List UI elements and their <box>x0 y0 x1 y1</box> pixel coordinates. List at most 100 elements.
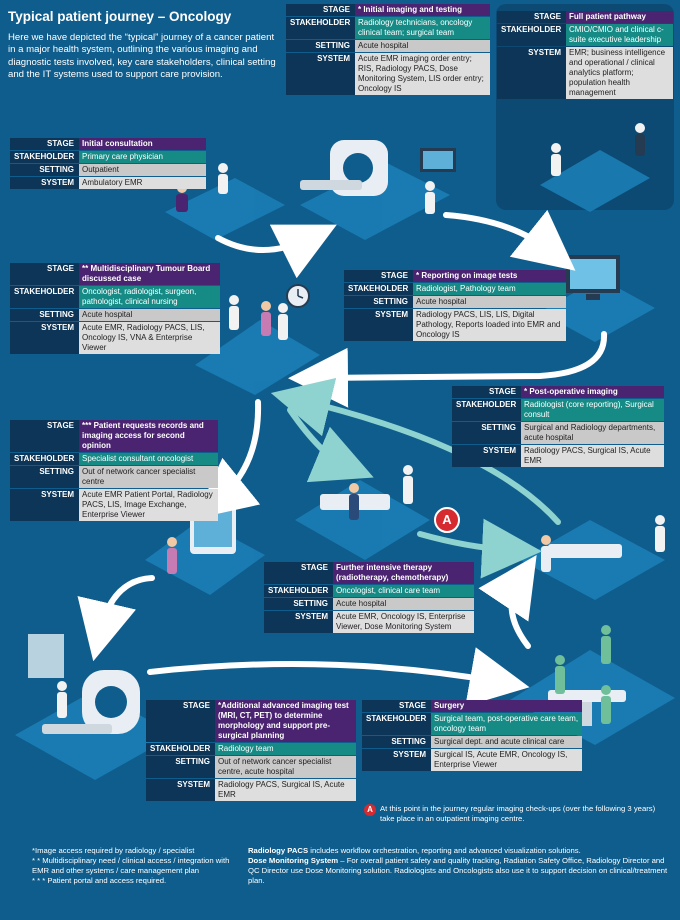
page-title: Typical patient journey – Oncology <box>8 9 232 24</box>
stage-value: Surgery <box>430 700 582 712</box>
stage-value: Further intensive therapy (radiotherapy,… <box>332 562 474 584</box>
stakeholder-value: CMIO/CMIO and clinical c-suite executive… <box>565 24 673 46</box>
system-label: SYSTEM <box>344 309 412 341</box>
stage-label: STAGE <box>10 420 78 452</box>
mri-scanner-icon <box>300 140 388 196</box>
stage-value: * Reporting on image tests <box>412 270 566 282</box>
card-reporting-stage-row: STAGE* Reporting on image tests <box>344 270 566 282</box>
stage-value: * Post-operative imaging <box>520 386 664 398</box>
stakeholder-label: STAKEHOLDER <box>344 283 412 295</box>
pacs-text: includes workflow orchestration, reporti… <box>308 846 581 855</box>
stakeholder-label: STAKEHOLDER <box>10 453 78 465</box>
system-value: Acute EMR, Radiology PACS, LIS, Oncology… <box>78 322 220 354</box>
setting-value: Out of network cancer specialist centre,… <box>214 756 356 778</box>
card-post-op-imaging-stage-row: STAGE* Post-operative imaging <box>452 386 664 398</box>
arrow-board-to-therapy <box>287 407 374 483</box>
stakeholder-value: Specialist consultant oncologist <box>78 453 218 465</box>
footnote-2: * * Multidisciplinary need / clinical ac… <box>32 856 230 875</box>
system-label: SYSTEM <box>264 611 332 633</box>
stage-value: ** Multidisciplinary Tumour Board discus… <box>78 263 220 285</box>
footnotes-right: Radiology PACS includes workflow orchest… <box>248 846 668 886</box>
system-label: SYSTEM <box>362 749 430 771</box>
stage-label: STAGE <box>10 263 78 285</box>
marker-a: A <box>434 507 460 533</box>
system-label: SYSTEM <box>10 489 78 521</box>
setting-label: SETTING <box>10 164 78 176</box>
footnote-1: *Image access required by radiology / sp… <box>32 846 195 855</box>
arrow-board-to-second-opinion <box>194 399 262 519</box>
marker-note: A At this point in the journey regular i… <box>364 804 664 824</box>
setting-value: Acute hospital <box>354 40 490 52</box>
stakeholder-label: STAKEHOLDER <box>264 585 332 597</box>
setting-value: Acute hospital <box>332 598 474 610</box>
card-tumour-board: STAGE** Multidisciplinary Tumour Board d… <box>10 263 220 355</box>
card-tumour-board-stage-row: STAGE** Multidisciplinary Tumour Board d… <box>10 263 220 285</box>
stakeholder-value: Radiologist (core reporting), Surgical c… <box>520 399 664 421</box>
setting-value: Acute hospital <box>412 296 566 308</box>
setting-value: Out of network cancer specialist centre <box>78 466 218 488</box>
system-value: Radiology PACS, Surgical IS, Acute EMR <box>520 445 664 467</box>
ct-scanner-icon <box>28 634 140 734</box>
stage-value: *** Patient requests records and imaging… <box>78 420 218 452</box>
system-value: Acute EMR imaging order entry; RIS, Radi… <box>354 53 490 95</box>
page-description: Here we have depicted the “typical” jour… <box>8 32 276 80</box>
tile-imaging <box>300 162 450 240</box>
stakeholder-label: STAKEHOLDER <box>497 24 565 46</box>
system-label: SYSTEM <box>497 47 565 99</box>
system-value: EMR; business intelligence and operation… <box>565 47 673 99</box>
setting-value: Acute hospital <box>78 309 220 321</box>
system-value: Acute EMR, Oncology IS, Enterprise Viewe… <box>332 611 474 633</box>
card-second-opinion-stage-row: STAGE*** Patient requests records and im… <box>10 420 218 452</box>
doctor-icon <box>57 123 665 724</box>
stakeholder-value: Oncologist, clinical care team <box>332 585 474 597</box>
stakeholder-value: Surgical team, post-operative care team,… <box>430 713 582 735</box>
dose-note: Dose Monitoring System – For overall pat… <box>248 856 668 886</box>
stage-label: STAGE <box>452 386 520 398</box>
marker-note-text: At this point in the journey regular ima… <box>380 804 656 823</box>
footnotes-left: *Image access required by radiology / sp… <box>32 846 237 886</box>
setting-label: SETTING <box>10 466 78 488</box>
stakeholder-value: Radiology team <box>214 743 356 755</box>
tile-tumour-board <box>195 320 320 395</box>
system-label: SYSTEM <box>10 177 78 189</box>
stakeholder-value: Primary care physician <box>78 151 206 163</box>
system-label: SYSTEM <box>10 322 78 354</box>
system-value: Surgical IS, Acute EMR, Oncology IS, Ent… <box>430 749 582 771</box>
pacs-term: Radiology PACS <box>248 846 309 855</box>
journey-header: Typical patient journey – Oncology Here … <box>8 8 280 81</box>
stakeholder-label: STAKEHOLDER <box>362 713 430 735</box>
setting-value: Surgical and Radiology departments, acut… <box>520 422 664 444</box>
stage-label: STAGE <box>497 11 565 23</box>
stakeholder-label: STAKEHOLDER <box>10 151 78 163</box>
stakeholder-value: Radiologist, Pathology team <box>412 283 566 295</box>
card-advanced-imaging: STAGE*Additional advanced imaging test (… <box>146 700 356 802</box>
arrow-surgery-to-post-op <box>478 555 537 649</box>
stage-label: STAGE <box>10 138 78 150</box>
stage-label: STAGE <box>344 270 412 282</box>
